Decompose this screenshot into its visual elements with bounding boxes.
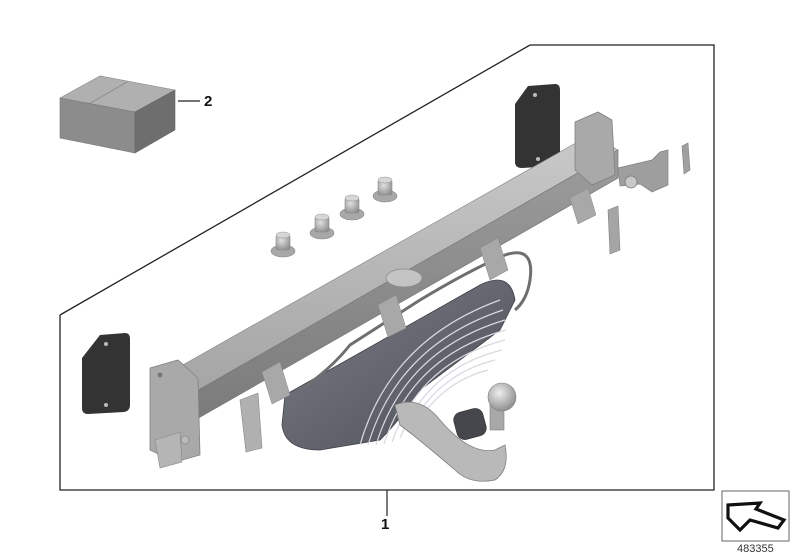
callout-2-number: 2 (204, 93, 213, 110)
flange-nut-1 (270, 231, 296, 258)
rubber-pad-left (82, 333, 130, 414)
flange-nut-4 (372, 176, 398, 203)
rubber-pad-right (515, 84, 560, 168)
left-bracket (149, 359, 263, 469)
tow-ball-arm (394, 382, 517, 482)
package-box (59, 75, 176, 154)
flange-nut-2 (309, 213, 335, 240)
tow-ball (487, 382, 517, 412)
catalog-number: 483355 (737, 543, 774, 555)
symbol-arrow-icon (721, 490, 790, 542)
crossmember (164, 134, 619, 421)
assembly-frame (59, 44, 715, 491)
flange-nut-3 (339, 194, 365, 221)
callout-1-number: 1 (381, 516, 390, 533)
flange-nuts (270, 176, 398, 258)
right-bracket (574, 111, 691, 255)
